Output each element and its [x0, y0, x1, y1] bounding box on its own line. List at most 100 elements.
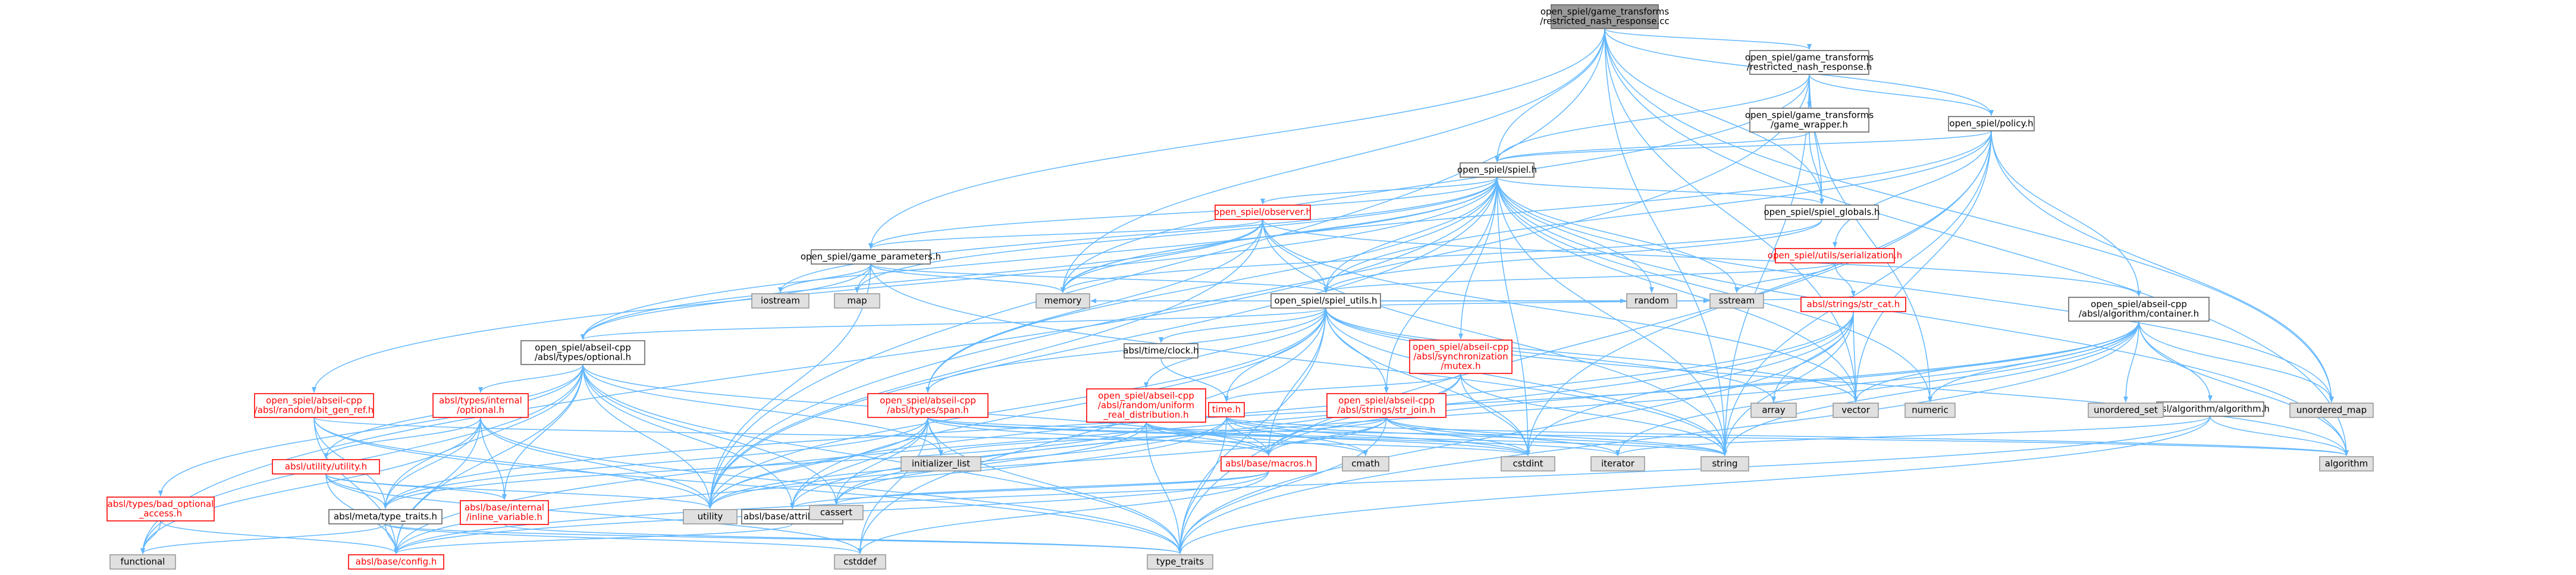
node-box-policy	[1948, 116, 2035, 131]
node-unordered_set[interactable]: unordered_set	[2088, 403, 2164, 418]
node-strcat[interactable]: absl/strings/str_cat.h	[1800, 297, 1906, 312]
edge-rnr-to-spiel	[1495, 74, 1810, 162]
edge-spiel-to-span	[925, 177, 1498, 393]
node-config[interactable]: absl/base/config.h	[348, 554, 444, 570]
node-typetraits[interactable]: absl/meta/type_traits.h	[328, 509, 443, 524]
node-spiel[interactable]: open_spiel/spiel.h	[1457, 162, 1537, 178]
node-string[interactable]: string	[1700, 456, 1749, 472]
node-uniform[interactable]: open_spiel/abseil-cpp/absl/random/unifor…	[1086, 388, 1206, 423]
node-label-gw: /game_wrapper.h	[1771, 120, 1848, 131]
node-label-iterator: iterator	[1601, 458, 1635, 469]
node-unordered_map[interactable]: unordered_map	[2289, 403, 2374, 418]
node-box-inlinevar	[460, 500, 549, 525]
edge-uniform-to-type_traits	[1146, 422, 1182, 554]
node-cstdint[interactable]: cstdint	[1501, 456, 1555, 472]
edge-observer-to-gameparams	[868, 219, 1263, 249]
edge-spiel-to-map	[855, 177, 1498, 293]
node-functional[interactable]: functional	[109, 554, 176, 570]
node-inlinevar[interactable]: absl/base/internal/inline_variable.h	[460, 500, 549, 525]
node-label-optional: /absl/types/optional.h	[535, 352, 631, 363]
node-strjoin[interactable]: open_spiel/abseil-cpp/absl/strings/str_j…	[1326, 393, 1447, 418]
node-algorithmh[interactable]: absl/algorithm/algorithm.h	[2151, 401, 2270, 417]
node-root[interactable]: open_spiel/game_transforms/restricted_na…	[1540, 4, 1670, 29]
node-initializer_list[interactable]: initializer_list	[900, 456, 981, 472]
node-iostream[interactable]: iostream	[751, 293, 809, 309]
node-label-spiel: open_spiel/spiel.h	[1457, 165, 1537, 176]
node-policy[interactable]: open_spiel/policy.h	[1948, 116, 2035, 131]
edge-timeh-to-cstdint	[1226, 416, 1530, 456]
node-box-spielutils	[1270, 293, 1381, 309]
edge-spiel-to-gameparams	[868, 177, 1498, 249]
edge-gameparams-to-utilitystd	[708, 263, 871, 509]
edge-timeh-to-cmath	[1226, 416, 1368, 456]
node-numeric[interactable]: numeric	[1904, 403, 1956, 418]
node-array[interactable]: array	[1750, 403, 1797, 418]
node-label-container: /absl/algorithm/container.h	[2079, 309, 2199, 319]
node-rnr[interactable]: open_spiel/game_transforms/restricted_na…	[1745, 50, 1874, 75]
node-box-strjoin	[1326, 393, 1447, 418]
node-label-rnr: /restricted_nash_response.h	[1747, 62, 1872, 73]
edge-strjoin-to-string	[1386, 417, 1727, 456]
edge-container-to-algorithmh	[2138, 321, 2213, 401]
edge-spiel-to-spielutils	[1323, 177, 1498, 293]
node-map[interactable]: map	[834, 293, 880, 309]
edge-container-to-type_traits	[1178, 321, 2139, 554]
node-utilitystd[interactable]: utility	[683, 509, 738, 524]
node-label-globals: open_spiel/spiel_globals.h	[1764, 207, 1880, 218]
node-utility[interactable]: absl/utility/utility.h	[272, 459, 380, 475]
node-container[interactable]: open_spiel/abseil-cpp/absl/algorithm/con…	[2068, 297, 2210, 322]
edge-span-to-cassert	[834, 417, 928, 505]
node-cassert[interactable]: cassert	[809, 505, 864, 520]
node-iterator[interactable]: iterator	[1590, 456, 1645, 472]
node-box-bitgen	[254, 393, 374, 418]
node-globals[interactable]: open_spiel/spiel_globals.h	[1764, 205, 1880, 220]
node-algorithm[interactable]: algorithm	[2319, 456, 2374, 472]
node-clock[interactable]: absl/time/clock.h	[1123, 343, 1199, 359]
edge-rnr-to-memory	[1060, 74, 1810, 293]
node-box-badopt	[106, 497, 215, 521]
node-label-spielutils: open_spiel/spiel_utils.h	[1274, 296, 1377, 307]
edge-observer-to-string	[1262, 219, 1727, 456]
node-label-root: open_spiel/game_transforms	[1540, 7, 1669, 18]
edge-container-to-unordered_map	[2138, 321, 2334, 403]
node-intoptional[interactable]: absl/types/internal/optional.h	[432, 393, 529, 418]
node-label-uniform: /absl/random/uniform	[1098, 400, 1194, 411]
node-badopt[interactable]: absl/types/bad_optional_access.h	[106, 497, 215, 521]
edge-mutex-to-string	[1460, 373, 1727, 456]
node-random[interactable]: random	[1626, 293, 1677, 309]
node-observer[interactable]: open_spiel/observer.h	[1214, 205, 1311, 220]
edge-globals-to-memory	[1060, 219, 1822, 293]
node-gw[interactable]: open_spiel/game_transforms/game_wrapper.…	[1745, 108, 1874, 133]
edge-container-to-macros	[1266, 321, 2139, 456]
node-spielutils[interactable]: open_spiel/spiel_utils.h	[1270, 293, 1381, 309]
node-serialization[interactable]: open_spiel/utils/serialization.h	[1768, 248, 1902, 263]
node-macros[interactable]: absl/base/macros.h	[1220, 456, 1317, 472]
node-label-mutex: open_spiel/abseil-cpp	[1413, 342, 1509, 353]
node-box-serialization	[1775, 248, 1895, 263]
node-optional[interactable]: open_spiel/abseil-cpp/absl/types/optiona…	[520, 340, 645, 365]
node-label-utilitystd: utility	[698, 511, 723, 522]
node-label-bitgen: /absl/random/bit_gen_ref.h	[255, 405, 374, 416]
node-vector[interactable]: vector	[1833, 403, 1879, 418]
edge-strjoin-to-initializer_list	[939, 417, 1387, 456]
node-box-map	[834, 293, 880, 309]
edge-span-to-iterator	[927, 417, 1620, 456]
edge-intoptional-to-config	[394, 417, 481, 554]
edge-policy-to-unordered_map	[1991, 130, 2334, 403]
node-mutex[interactable]: open_spiel/abseil-cpp/absl/synchronizati…	[1409, 340, 1513, 374]
node-span[interactable]: open_spiel/abseil-cpp/absl/types/span.h	[867, 393, 989, 418]
node-type_traits[interactable]: type_traits	[1147, 554, 1213, 570]
node-gameparams[interactable]: open_spiel/game_parameters.h	[801, 249, 941, 265]
node-label-serialization: open_spiel/utils/serialization.h	[1768, 250, 1902, 262]
edge-strcat-to-cstdint	[1526, 311, 1854, 456]
node-cmath[interactable]: cmath	[1342, 456, 1389, 472]
node-bitgen[interactable]: open_spiel/abseil-cpp/absl/random/bit_ge…	[254, 393, 374, 418]
node-memory[interactable]: memory	[1036, 293, 1090, 309]
edge-optional-to-type_traits	[582, 364, 1182, 554]
node-timeh[interactable]: time.h	[1208, 402, 1245, 417]
node-cstddef[interactable]: cstddef	[834, 554, 886, 570]
edge-strcat-to-string	[1722, 311, 1854, 456]
node-sstream[interactable]: sstream	[1709, 293, 1764, 309]
edge-gameparams-to-spielutils	[870, 263, 1328, 293]
edge-gw-to-globals	[1809, 131, 1824, 205]
